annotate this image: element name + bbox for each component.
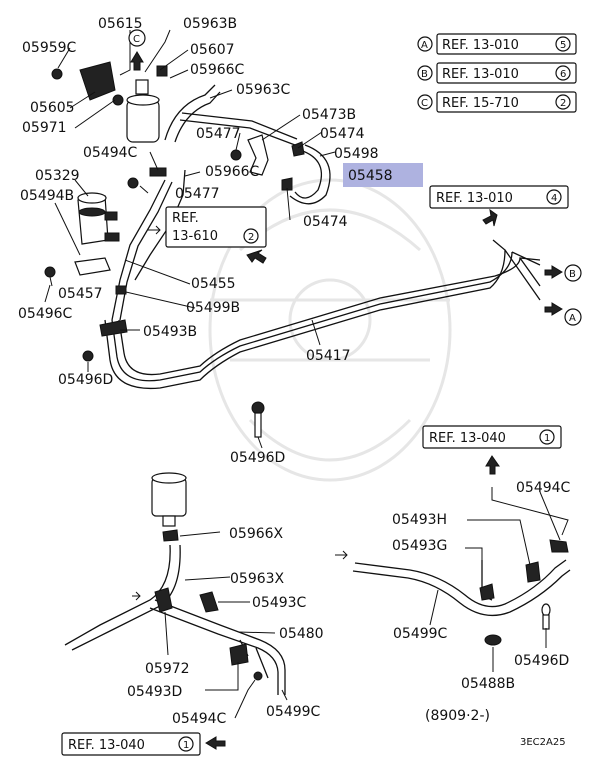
ref-4-text: REF. 13-010: [436, 191, 513, 206]
callout-b-right[interactable]: B: [564, 264, 582, 282]
ref-040a-text: REF. 13-040: [429, 431, 506, 446]
label-05494C-a: 05494C: [83, 145, 138, 161]
svg-text:A: A: [569, 313, 576, 324]
label-05615: 05615: [98, 16, 143, 32]
label-05966C-mid: 05966C: [205, 164, 260, 180]
label-05493H: 05493H: [392, 512, 447, 528]
ref-letter-b: B: [421, 69, 428, 80]
label-05493D: 05493D: [127, 684, 182, 700]
label-05493G: 05493G: [392, 538, 447, 554]
label-05499B: 05499B: [186, 300, 240, 316]
label-05474-a: 05474: [320, 126, 365, 142]
label-05963C: 05963C: [236, 82, 291, 98]
ref-b-text: REF. 13-010: [442, 67, 519, 82]
label-05474-b: 05474: [303, 214, 348, 230]
canister-05605: [44, 61, 305, 362]
ref-letter-a: A: [421, 40, 428, 51]
ref-b-num: 6: [560, 69, 566, 80]
label-05959C: 05959C: [22, 40, 77, 56]
bottom-left-leaders: [132, 531, 288, 719]
ref-box-c[interactable]: C REF. 15-710 2: [417, 91, 577, 113]
label-05966X: 05966X: [229, 526, 284, 542]
date-code: (8909·2-): [425, 708, 490, 724]
label-05473B: 05473B: [302, 107, 356, 123]
label-05496C: 05496C: [18, 306, 73, 322]
ref-040b-num: 1: [183, 740, 189, 751]
svg-text:B: B: [569, 269, 576, 280]
ref-a-num: 5: [560, 40, 566, 51]
label-05417: 05417: [306, 348, 351, 364]
top-pipes: [104, 84, 541, 390]
ref-box-b[interactable]: B REF. 13-010 6: [417, 62, 577, 84]
callout-c-top[interactable]: C: [128, 29, 146, 47]
label-05480: 05480: [279, 626, 324, 642]
label-05963B: 05963B: [183, 16, 237, 32]
callout-a-right[interactable]: A: [564, 308, 582, 326]
label-05499C-a: 05499C: [266, 704, 321, 720]
highlight-05458: [343, 163, 423, 187]
label-05496D-a: 05496D: [58, 372, 113, 388]
ref-c-num: 2: [560, 98, 566, 109]
label-05496D-b: 05496D: [230, 450, 285, 466]
top-leaders: [44, 29, 336, 449]
label-05966C-top: 05966C: [190, 62, 245, 78]
label-05477-b: 05477: [175, 186, 220, 202]
label-05455: 05455: [191, 276, 236, 292]
part-labels: 05615 05963B 05959C 05607 05966C 05605 0…: [18, 16, 571, 727]
label-05494C-b: 05494C: [172, 711, 227, 727]
bottom-right-assembly: [335, 487, 571, 672]
svg-text:C: C: [133, 34, 140, 45]
diagram-code: 3EC2A25: [520, 737, 566, 748]
label-05493C: 05493C: [252, 595, 307, 611]
label-05498: 05498: [334, 146, 379, 162]
label-05494C-c: 05494C: [516, 480, 571, 496]
ref-box-13-010-4[interactable]: REF. 13-010 4: [429, 185, 569, 209]
label-05499C-b: 05499C: [393, 626, 448, 642]
bottom-left-assembly: [64, 472, 286, 695]
ref-box-13-610[interactable]: REF. 13-610 2: [165, 206, 267, 248]
ref-610-line1: REF.: [172, 211, 199, 226]
ref-610-num: 2: [248, 232, 254, 243]
label-05963X: 05963X: [230, 571, 285, 587]
label-05488B: 05488B: [461, 676, 515, 692]
bottom-arrows: [205, 455, 500, 750]
label-05493B: 05493B: [143, 324, 197, 340]
label-05329: 05329: [35, 168, 80, 184]
ref-040b-text: REF. 13-040: [68, 738, 145, 753]
ref-box-a[interactable]: A REF. 13-010 5: [417, 33, 577, 55]
ref-box-13-040-bottom[interactable]: REF. 13-040 1: [61, 732, 201, 756]
label-05458: 05458: [348, 168, 393, 184]
label-05972: 05972: [145, 661, 190, 677]
ref-box-13-040-top[interactable]: REF. 13-040 1: [422, 425, 562, 449]
ref-c-text: REF. 15-710: [442, 96, 519, 111]
screw-05496D: [251, 401, 265, 438]
ref-a-text: REF. 13-010: [442, 38, 519, 53]
label-05605: 05605: [30, 100, 75, 116]
label-05971: 05971: [22, 120, 67, 136]
label-05494B: 05494B: [20, 188, 74, 204]
label-05607: 05607: [190, 42, 235, 58]
label-05477-a: 05477: [196, 126, 241, 142]
label-05457: 05457: [58, 286, 103, 302]
ref-610-line2: 13-610: [172, 229, 218, 244]
ref-040a-num: 1: [544, 433, 550, 444]
label-05496D-c: 05496D: [514, 653, 569, 669]
top-arrows: [130, 51, 563, 316]
ref-4-num: 4: [551, 193, 557, 204]
ref-letter-c: C: [421, 98, 428, 109]
